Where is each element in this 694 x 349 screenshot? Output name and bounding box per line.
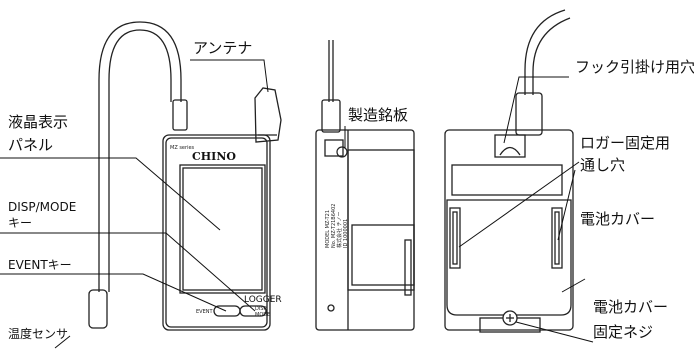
disp-mode-button[interactable] (239, 305, 267, 317)
logger-label: LOGGER (244, 295, 282, 305)
disp-button-label: DISP (255, 306, 267, 312)
side-screw-hole (327, 304, 335, 312)
mode-button-label: MODE (255, 312, 270, 318)
back-view (444, 9, 574, 333)
series-label: MZ series (170, 145, 195, 151)
fix-hole-left (449, 207, 461, 269)
side-view (315, 40, 415, 331)
nameplate-line-2: No. MZ-T21B6402 (331, 204, 337, 248)
event-button-label: EVENT (196, 309, 213, 315)
fix-hole-right (551, 207, 563, 269)
label-event-key: EVENTキー (8, 258, 72, 272)
label-temp-sensor: 温度センサ (8, 326, 68, 341)
label-battery-screw-line1: 電池カバー (593, 298, 668, 316)
back-cable (524, 9, 566, 95)
label-antenna: アンテナ (193, 39, 252, 57)
label-lcd-line2: パネル (8, 136, 53, 154)
label-lcd-line1: 液晶表示 (8, 113, 68, 131)
label-fix-hole-line2: 通し穴 (580, 156, 625, 174)
brand-logo: CHINO (192, 150, 236, 163)
leader-lines (0, 59, 594, 349)
nameplate-screw (336, 146, 348, 158)
label-disp-mode-line1: DISP/MODE (8, 200, 76, 214)
label-fix-hole-line1: ロガー固定用 (580, 134, 670, 152)
label-disp-mode-line2: キー (8, 216, 32, 230)
label-battery-screw-line2: 固定ネジ (593, 323, 653, 341)
label-hook-hole: フック引掛け用穴 (575, 58, 694, 76)
back-housing (444, 129, 574, 331)
front-view (88, 21, 282, 331)
lcd-panel (179, 164, 266, 294)
label-nameplate: 製造銘板 (348, 106, 408, 124)
nameplate-line-1: MODEL MZ-T21 (325, 210, 331, 248)
sensor-cable (98, 21, 182, 292)
antenna-body (254, 87, 282, 143)
battery-cover (446, 199, 572, 316)
nameplate-line-4: ID 1000001 (343, 219, 349, 248)
hook-hole (494, 134, 526, 158)
label-battery-cover: 電池カバー (580, 210, 655, 228)
temperature-sensor-probe (88, 289, 108, 329)
nameplate-line-3: 株式会社 チノー (336, 212, 343, 248)
